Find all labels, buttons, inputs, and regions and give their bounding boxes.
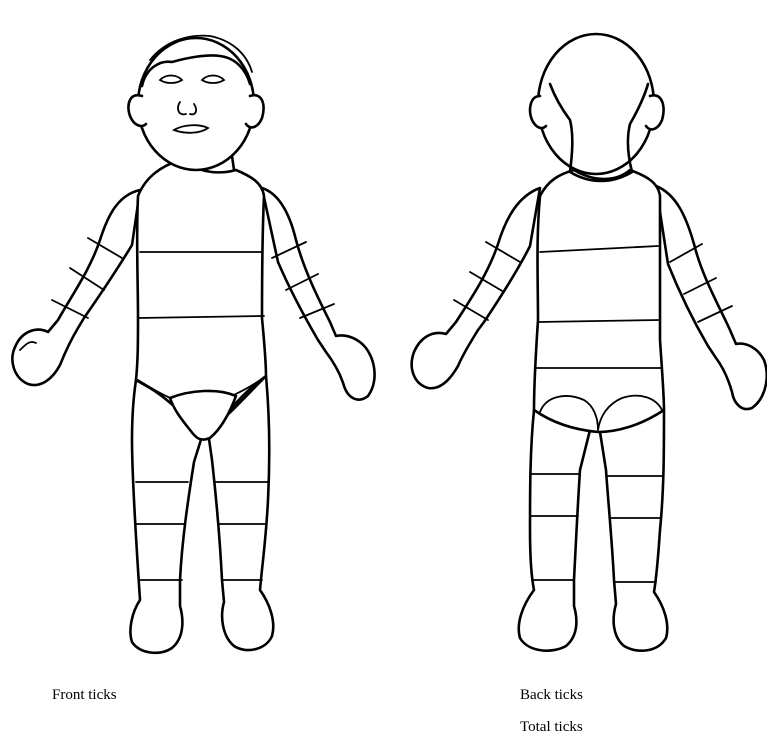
total-ticks-label: Total ticks [520,718,583,736]
back-right-arm [656,186,767,409]
back-left-leg [519,410,590,651]
back-right-leg [600,410,667,651]
back-left-arm [412,188,540,388]
back-figure [412,34,767,651]
front-left-arm [12,190,140,385]
front-right-arm [262,188,375,400]
back-torso [534,170,664,432]
front-ticks-label: Front ticks [52,686,117,704]
back-head [538,34,654,174]
front-figure [12,36,374,653]
back-ticks-label: Back ticks [520,686,583,704]
